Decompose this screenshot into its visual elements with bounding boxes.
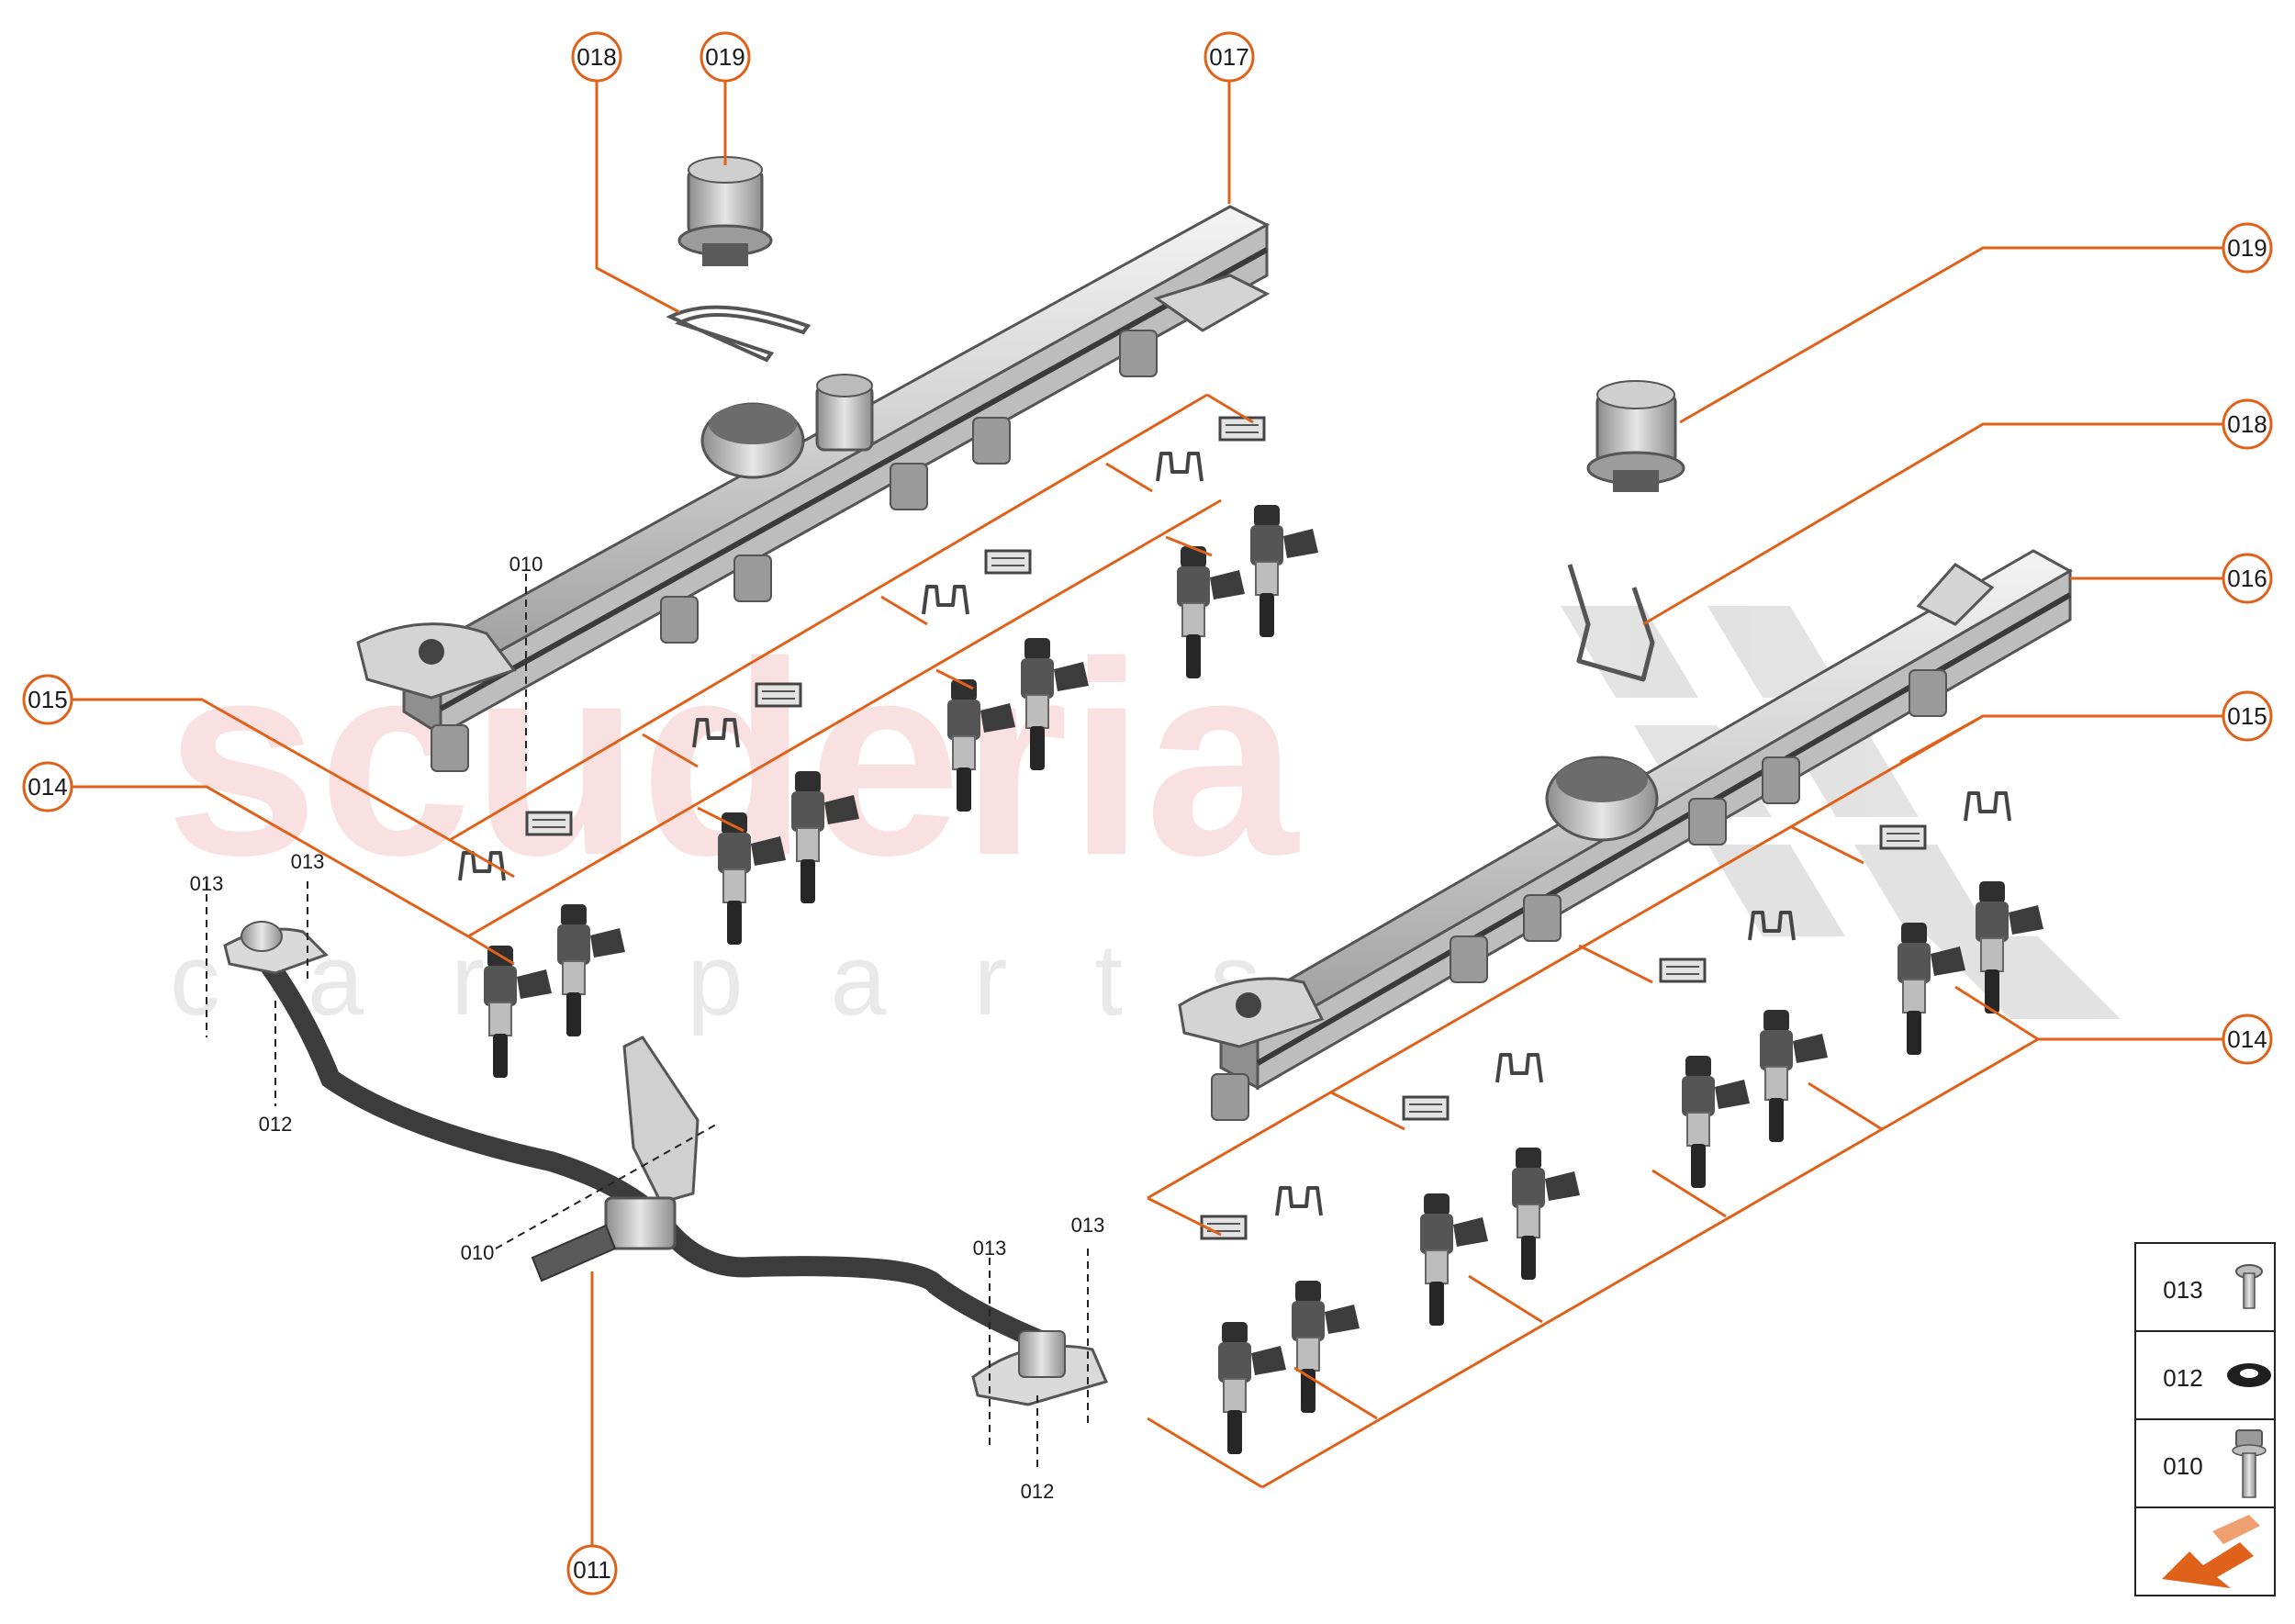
callout-014-left[interactable]: 014	[22, 761, 73, 812]
fuel-rail-left[interactable]	[356, 205, 1271, 772]
callout-019-top[interactable]: 019	[700, 31, 751, 83]
callout-016[interactable]: 016	[2222, 553, 2273, 604]
svg-text:012: 012	[2163, 1364, 2202, 1392]
ref-013-b[interactable]: 013	[291, 850, 325, 873]
svg-text:011: 011	[573, 1556, 610, 1584]
ref-010-top[interactable]: 010	[509, 553, 543, 576]
crossover-fuel-pipe[interactable]	[223, 921, 1109, 1406]
watermark-sub: car parts	[170, 924, 1348, 1036]
svg-text:017: 017	[1209, 43, 1248, 71]
pressure-cap-right[interactable]	[1586, 380, 1685, 492]
leader-lines	[72, 81, 2223, 1547]
callout-017[interactable]: 017	[1203, 31, 1255, 83]
screw-icon	[2235, 1264, 2263, 1309]
ref-012-a[interactable]: 012	[259, 1113, 293, 1136]
legend-panel: 013 012 010	[2134, 1242, 2276, 1596]
legend-item-013[interactable]: 013	[2163, 1264, 2263, 1309]
svg-text:013: 013	[2163, 1276, 2202, 1304]
callout-018-top[interactable]: 018	[571, 31, 622, 83]
svg-text:016: 016	[2227, 565, 2267, 592]
callout-018-right[interactable]: 018	[2222, 398, 2273, 450]
callout-015-right[interactable]: 015	[2222, 690, 2273, 742]
svg-text:015: 015	[28, 686, 67, 713]
callout-014-right[interactable]: 014	[2222, 1014, 2273, 1065]
svg-text:010: 010	[2163, 1452, 2202, 1480]
retaining-clip-right[interactable]	[1567, 564, 1655, 682]
svg-text:019: 019	[2227, 234, 2267, 262]
ref-012-b[interactable]: 012	[1021, 1480, 1055, 1503]
washer-icon	[2227, 1363, 2271, 1387]
callout-011[interactable]: 011	[566, 1544, 618, 1596]
svg-text:018: 018	[577, 43, 616, 71]
svg-text:015: 015	[2227, 702, 2267, 730]
svg-text:019: 019	[705, 43, 744, 71]
legend-item-012[interactable]: 012	[2163, 1363, 2271, 1392]
ref-013-d[interactable]: 013	[1071, 1214, 1105, 1237]
ref-013-c[interactable]: 013	[973, 1237, 1007, 1260]
ref-013-a[interactable]: 013	[190, 872, 224, 895]
retaining-clip-top[interactable]	[666, 305, 812, 363]
svg-text:014: 014	[28, 773, 67, 801]
svg-text:018: 018	[2227, 410, 2267, 438]
svg-text:014: 014	[2227, 1025, 2267, 1053]
bolt-icon	[2232, 1429, 2267, 1498]
ref-010-b[interactable]: 010	[461, 1241, 495, 1264]
reference-lines	[206, 574, 1089, 1469]
legend-item-010[interactable]: 010	[2163, 1429, 2267, 1498]
callout-015-left[interactable]: 015	[22, 674, 73, 725]
callout-019-right[interactable]: 019	[2222, 222, 2273, 274]
fuel-rail-right[interactable]	[1178, 549, 2074, 1121]
orientation-arrow-icon[interactable]	[2162, 1515, 2260, 1588]
pressure-cap-top[interactable]	[677, 156, 773, 266]
